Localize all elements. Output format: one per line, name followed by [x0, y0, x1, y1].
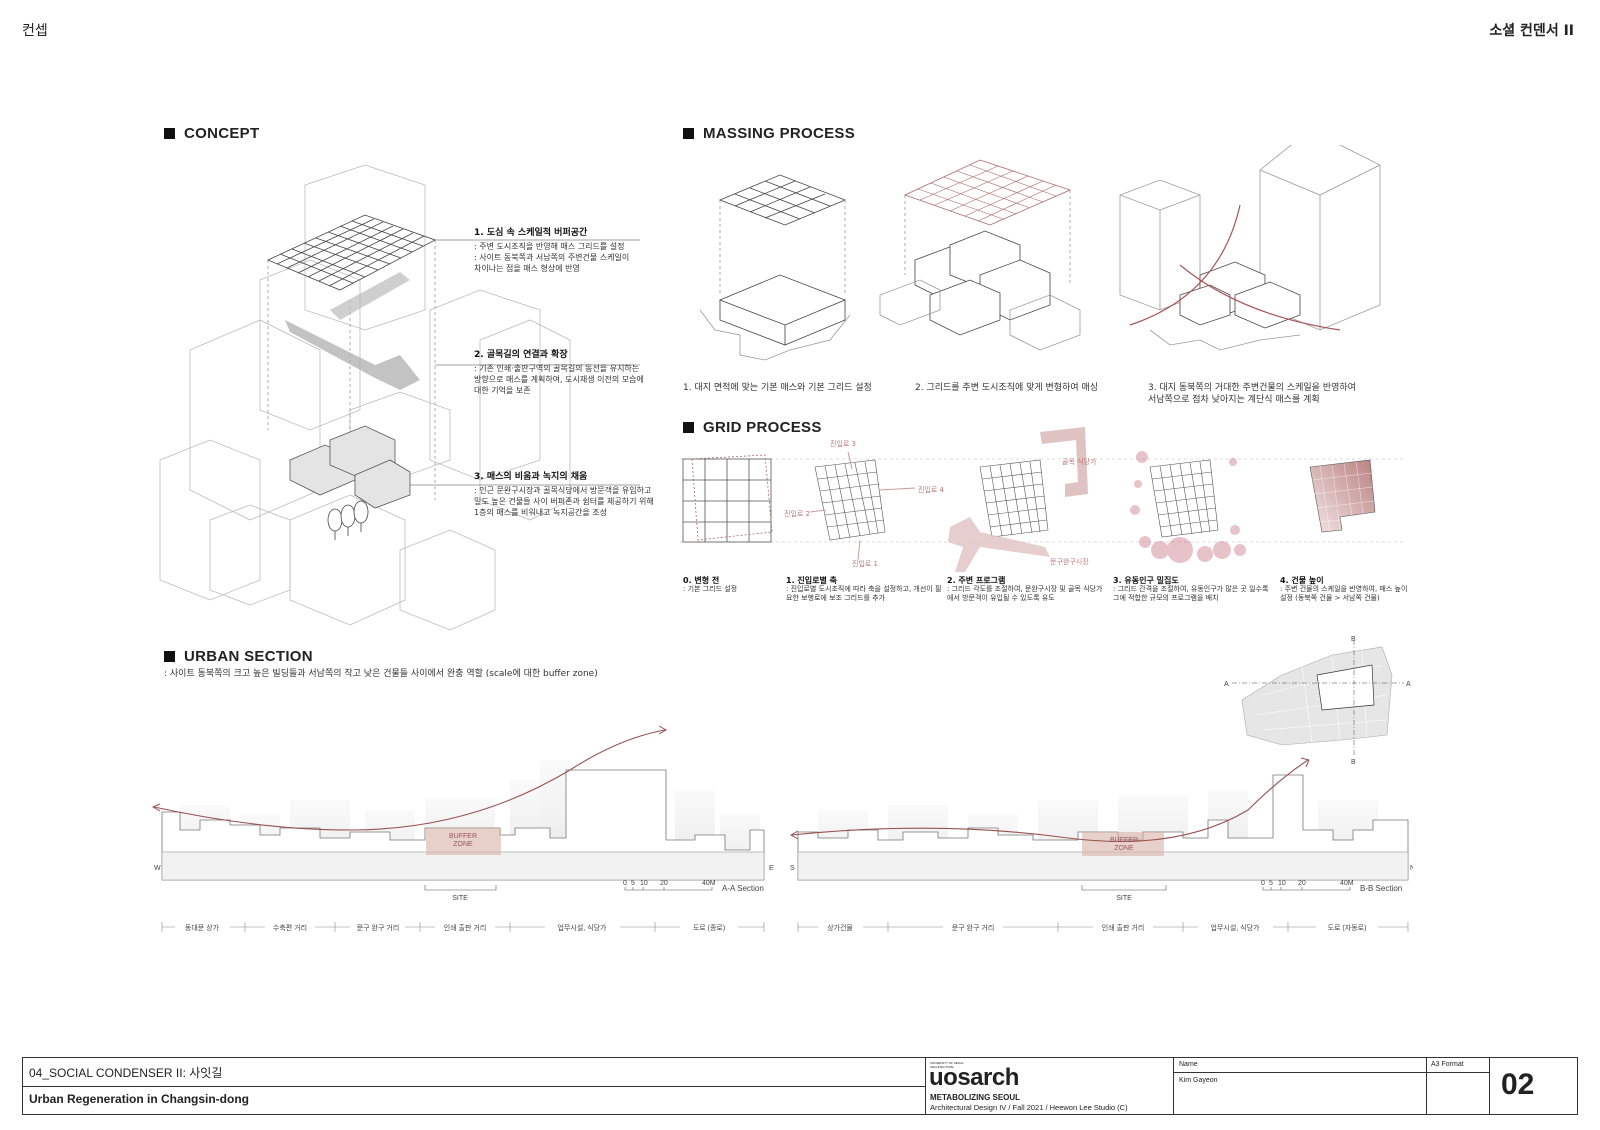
svg-text:0: 0: [623, 880, 627, 887]
svg-text:SITE: SITE: [452, 895, 468, 902]
urban-title: URBAN SECTION: [164, 648, 313, 665]
svg-text:20: 20: [660, 880, 668, 887]
svg-text:BUFFER: BUFFER: [449, 833, 477, 840]
section-square-icon: [683, 128, 694, 139]
uosarch-logo: uosarch: [929, 1064, 1019, 1091]
svg-text:W: W: [154, 865, 161, 872]
svg-text:10: 10: [1278, 880, 1286, 887]
name-label: Name: [1179, 1061, 1198, 1068]
svg-text:40M: 40M: [1340, 880, 1354, 887]
svg-text:BUFFER: BUFFER: [1110, 837, 1138, 844]
massing-caption-1: 1. 대지 면적에 맞는 기본 매스와 기본 그리드 설정: [683, 383, 872, 393]
svg-text:도로 (자동로): 도로 (자동로): [1328, 923, 1367, 932]
project-subtitle: Urban Regeneration in Changsin-dong: [29, 1092, 250, 1106]
grid-caption-3: 3. 유동인구 밀집도: 그리드 간격을 조절하여, 유동인구가 많은 곳 일수…: [1113, 576, 1269, 602]
grid-caption-0: 0. 변형 전: 기본 그리드 설정: [683, 576, 738, 593]
urban-subtitle: : 사이트 동북쪽의 크고 높은 빌딩들과 서남쪽의 작고 낮은 건물들 사이에…: [164, 669, 598, 679]
massing-caption-3: 3. 대지 동북쪽의 거대한 주변건물의 스케일을 반영하여 서남쪽으로 점차 …: [1148, 383, 1356, 405]
massing-diagrams: [699, 145, 1381, 361]
svg-text:인쇄 출판 거리: 인쇄 출판 거리: [444, 923, 487, 932]
svg-text:수축편 거리: 수축편 거리: [273, 923, 307, 932]
svg-text:업무시설, 식당가: 업무시설, 식당가: [558, 923, 608, 932]
grid-title: GRID PROCESS: [683, 419, 822, 436]
svg-text:10: 10: [640, 880, 648, 887]
svg-text:5: 5: [1269, 880, 1273, 887]
concept-title: CONCEPT: [164, 125, 259, 142]
studio-title: METABOLIZING SEOUL: [930, 1093, 1021, 1102]
massing-title: MASSING PROCESS: [683, 125, 855, 142]
svg-text:ZONE: ZONE: [453, 841, 473, 848]
svg-text:골목 식당가: 골목 식당가: [1062, 457, 1097, 466]
svg-text:ZONE: ZONE: [1114, 845, 1134, 852]
svg-text:도로 (종로): 도로 (종로): [693, 924, 725, 932]
format-label: A3 Format: [1431, 1061, 1464, 1068]
svg-text:동대문 상가: 동대문 상가: [185, 923, 220, 932]
concept-note-2: 2. 골목길의 연결과 확장 : 기존 인쇄·출판구역의 골목길의 동선을 유지…: [474, 350, 644, 395]
grid-caption-2: 2. 주변 프로그램: 그리드 각도를 조절하여, 문완구시장 및 골목 식당가…: [947, 576, 1103, 602]
svg-text:E: E: [769, 865, 774, 872]
svg-text:진입로 1: 진입로 1: [852, 559, 878, 568]
page-number: 02: [1501, 1068, 1535, 1101]
svg-text:0: 0: [1261, 880, 1265, 887]
svg-text:진입로 4: 진입로 4: [918, 485, 945, 494]
svg-text:A-A Section: A-A Section: [722, 884, 764, 893]
svg-text:B: B: [1351, 636, 1356, 643]
svg-text:B-B Section: B-B Section: [1360, 884, 1402, 893]
header-right-title: 소셜 컨덴서 II: [1489, 23, 1574, 39]
grid-caption-4: 4. 건물 높이: 주변 건물의 스케일을 반영하여, 매스 높이 설정 (동북…: [1280, 576, 1408, 602]
svg-text:SITE: SITE: [1116, 895, 1132, 902]
svg-text:문구완구시장: 문구완구시장: [1050, 557, 1089, 566]
svg-text:업무시설, 식당가: 업무시설, 식당가: [1211, 923, 1261, 932]
project-title: 04_SOCIAL CONDENSER II: 사잇길: [29, 1066, 223, 1080]
section-a-a: BUFFER ZONE W E SITE 0 5 10 20 40M A-A S…: [151, 725, 774, 933]
section-square-icon: [164, 651, 175, 662]
svg-text:상가건물: 상가건물: [827, 923, 853, 932]
svg-text:진입로 2: 진입로 2: [784, 509, 810, 518]
section-square-icon: [164, 128, 175, 139]
massing-caption-2: 2. 그리드를 주변 도시조직에 맞게 변형하여 매싱: [915, 383, 1099, 393]
section-square-icon: [683, 422, 694, 433]
svg-text:40M: 40M: [702, 880, 716, 887]
title-block: 04_SOCIAL CONDENSER II: 사잇길 Urban Regene…: [22, 1057, 1578, 1115]
svg-text:S: S: [790, 865, 795, 872]
concept-axonometric-drawing: [159, 164, 640, 631]
name-value: Kim Gayeon: [1179, 1077, 1218, 1084]
svg-text:20: 20: [1298, 880, 1306, 887]
svg-text:문구 완구 거리: 문구 완구 거리: [357, 923, 400, 932]
studio-line: Architectural Design IV / Fall 2021 / He…: [930, 1103, 1128, 1112]
university-label: UNIVERSITY OF SEOUL ARCHITECTURE: [930, 1061, 964, 1069]
svg-text:진입로 3: 진입로 3: [830, 439, 856, 448]
concept-note-3: 3. 매스의 비움과 녹지의 채움 : 인근 문완구시장과 골목식당에서 방문객…: [474, 472, 654, 517]
svg-text:문구 완구 거리: 문구 완구 거리: [952, 923, 995, 932]
svg-text:인쇄 출판 거리: 인쇄 출판 거리: [1102, 923, 1145, 932]
svg-text:B: B: [1351, 759, 1356, 765]
header-left-title: 컨셉: [22, 23, 48, 39]
grid-diagrams: 진입로 3 진입로 1 진입로 2 진입로 4 골목 식당가 문구완구시장: [680, 427, 1405, 572]
site-map: A A B B: [1224, 636, 1411, 765]
svg-text:5: 5: [631, 880, 635, 887]
svg-text:A: A: [1224, 681, 1229, 688]
concept-note-1: 1. 도심 속 스케일적 버퍼공간 : 주변 도시조직을 반영해 매스 그리드를…: [474, 228, 630, 273]
svg-text:A: A: [1406, 681, 1411, 688]
svg-text:N: N: [1410, 865, 1413, 872]
grid-caption-1: 1. 진입로별 축: 진입로별 도시조직에 따라 축을 설정하고, 개선이 필요…: [786, 576, 942, 602]
section-b-b: BUFFER ZONE S N SITE 0 5 10 20 40M B-B S…: [789, 757, 1413, 933]
